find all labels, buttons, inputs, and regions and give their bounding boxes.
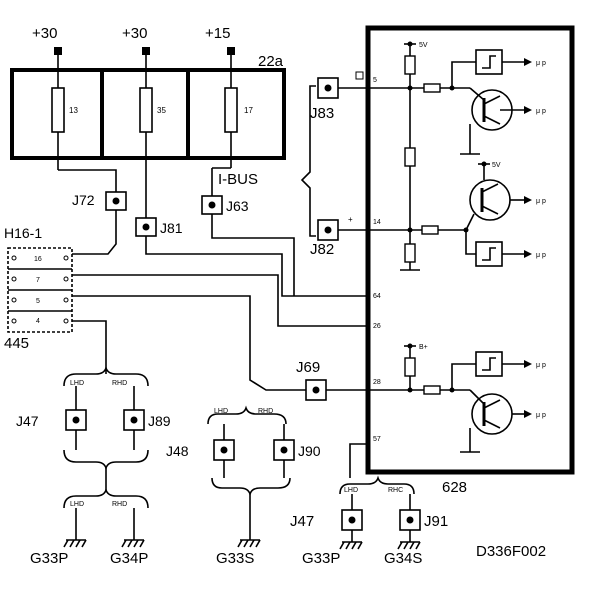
connector-j72-label: J72: [72, 192, 95, 208]
j82-plus-label: +: [348, 215, 353, 224]
fuse-2: [139, 87, 153, 133]
fuse-2-rating: 35: [157, 106, 166, 115]
connector-j83-label: J83: [310, 105, 334, 122]
module-pin-5: 5: [373, 77, 377, 84]
up-label-6: μ p: [536, 412, 546, 419]
module-628-label: 628: [442, 479, 467, 496]
connector-j81-label: J81: [160, 220, 183, 236]
supply-label-2: +30: [122, 25, 147, 42]
bus-brace: [300, 85, 316, 237]
ibus-label: I-BUS: [218, 171, 258, 188]
rhd-label-3: RHD: [258, 408, 273, 415]
supply-terminals: +30 +30 +15: [32, 25, 235, 88]
ground-g34p-label: G34P: [110, 550, 148, 567]
up-label-4: μ p: [536, 252, 546, 259]
connector-j82-label: J82: [310, 241, 334, 258]
connector-j72: J72: [72, 191, 127, 211]
supply-terminal-1: [54, 47, 62, 55]
module-628: 628 5 14 64 26 28 57 5V μ p: [365, 25, 575, 496]
connector-j47-label-2: J47: [290, 513, 314, 530]
module-pin-26: 26: [373, 323, 381, 330]
lhd-label-2: LHD: [70, 501, 84, 508]
connector-j83: J83: [310, 71, 364, 122]
supply-terminal-2: [142, 47, 150, 55]
up-label-5: μ p: [536, 362, 546, 369]
module-pin-28: 28: [373, 379, 381, 386]
connector-j47-label-1: J47: [16, 413, 39, 429]
rail-bplus-label: B+: [419, 344, 428, 351]
h16-pin-4: 4: [36, 318, 40, 325]
module-pin-57: 57: [373, 436, 381, 443]
ground-g33s-label: G33S: [216, 550, 254, 567]
connector-j91-label: J91: [424, 513, 448, 530]
supply-label-1: +30: [32, 25, 57, 42]
h16-pin-7: 7: [36, 277, 40, 284]
supply-label-3: +15: [205, 25, 230, 42]
ground-g33s: G33S: [216, 539, 261, 567]
connector-h16-1: H16-1 16 7 5 4 445: [4, 225, 73, 352]
connector-j81: J81: [135, 217, 183, 237]
lhd-label-3: LHD: [214, 408, 228, 415]
fuse-3: [224, 87, 238, 133]
connector-j69: J69: [296, 359, 327, 401]
rhd-label-2: RHD: [112, 501, 127, 508]
group-j48-j90: LHD RHD J48 J90: [166, 405, 321, 540]
ground-g34p: G34P: [110, 539, 148, 567]
up-label-1: μ p: [536, 60, 546, 67]
lhd-label-1: LHD: [70, 380, 84, 387]
ground-g34s-label: G34S: [384, 550, 422, 567]
connector-h16-1-number: 445: [4, 335, 29, 352]
fuse-box-label: 22a: [258, 53, 284, 70]
ground-g33p-2: G33P: [302, 541, 363, 567]
ground-g33p-1: G33P: [30, 539, 87, 567]
rail-5v-label-1: 5V: [419, 42, 428, 49]
connector-j63: J63: [201, 195, 249, 215]
ground-g34s: G34S: [384, 541, 422, 567]
connector-j90-label: J90: [298, 443, 321, 459]
module-pin-64: 64: [373, 293, 381, 300]
fuse-1-rating: 13: [69, 106, 78, 115]
module-628-outline: [365, 25, 575, 475]
fuse-1: [51, 87, 65, 133]
rail-5v-label-2: 5V: [492, 162, 501, 169]
ground-g33p-label-2: G33P: [302, 550, 340, 567]
group-j47-j91: LHD RHC J47 J91: [290, 475, 448, 542]
rhd-label-1: RHD: [112, 380, 127, 387]
connector-j69-label: J69: [296, 359, 320, 376]
connector-j89-label: J89: [148, 413, 171, 429]
group-j47-j89: LHD RHD J47 J89 LHD RHD: [16, 365, 171, 540]
rhc-label: RHC: [388, 487, 403, 494]
up-label-3: μ p: [536, 198, 546, 205]
module-pin-14: 14: [373, 219, 381, 226]
h16-pin-16: 16: [34, 256, 42, 263]
h16-pin-5: 5: [36, 298, 40, 305]
connector-j48-label: J48: [166, 443, 189, 459]
ground-g33p-label-1: G33P: [30, 550, 68, 567]
fuse-box: 22a 13 35 17: [10, 53, 286, 218]
connector-h16-1-label: H16-1: [4, 225, 42, 241]
supply-terminal-3: [227, 47, 235, 55]
fuse-box-outline: [10, 68, 286, 160]
figure-id: D336F002: [476, 543, 546, 560]
connector-j63-label: J63: [226, 198, 249, 214]
up-label-2: μ p: [536, 108, 546, 115]
lhd-label-4: LHD: [344, 487, 358, 494]
fuse-3-rating: 17: [244, 106, 253, 115]
connector-j82: + J82: [310, 215, 353, 258]
